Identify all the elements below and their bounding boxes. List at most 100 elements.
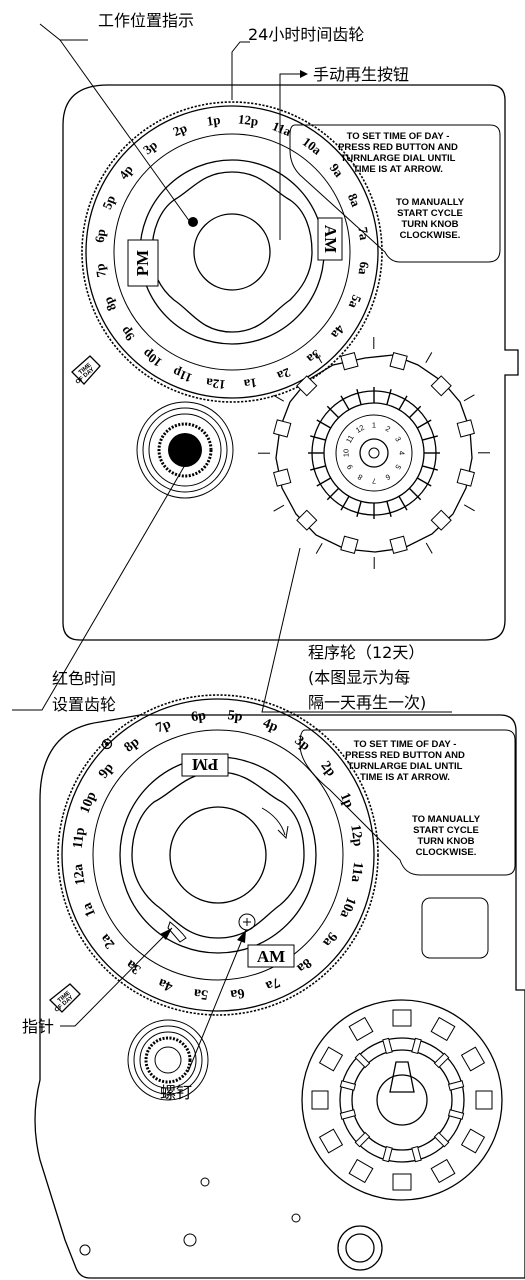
program-wheel-pin bbox=[340, 495, 350, 511]
am-label-bottom: AM bbox=[257, 947, 285, 966]
callout-line-program bbox=[261, 547, 452, 713]
program-wheel-bottom[interactable] bbox=[301, 999, 503, 1201]
program-wheel-tab bbox=[392, 1009, 412, 1027]
hour-label: 9a bbox=[319, 929, 339, 949]
program-wheel-tab bbox=[296, 509, 318, 531]
gear-teeth-ring bbox=[81, 101, 383, 403]
hour-label: 5p bbox=[227, 708, 244, 725]
callout-arrow-screw bbox=[237, 930, 246, 943]
program-wheel-ring-mid-b bbox=[351, 1049, 453, 1151]
note2-set-time-4: TIME IS AT ARROW. bbox=[360, 772, 450, 783]
screw-head bbox=[238, 913, 256, 931]
program-day-number: 6 bbox=[384, 472, 392, 482]
hour-label: 7p bbox=[92, 263, 109, 279]
pointer-slot bbox=[167, 921, 187, 943]
note2-set-time-2: PRESS RED BUTTON AND bbox=[345, 750, 465, 761]
program-wheel-ring-outer-b bbox=[339, 1037, 465, 1163]
program-wheel-pin bbox=[433, 1131, 450, 1148]
program-day-number: 7 bbox=[372, 476, 376, 485]
bottom-panel-outline bbox=[34, 714, 525, 1279]
callouts-top: 工作位置指示 24小时时间齿轮 手动再生按钮 红色时间 设置齿轮 程序轮（12天… bbox=[12, 11, 452, 714]
program-day-number: 3 bbox=[393, 435, 403, 443]
note2-manual-4: CLOCKWISE. bbox=[416, 847, 477, 858]
callout-line-pointer bbox=[60, 927, 173, 1027]
callout-screw: 螺钉 bbox=[160, 1083, 192, 1102]
program-wheel-pin bbox=[382, 1037, 393, 1055]
program-wheel-tab bbox=[392, 1173, 412, 1191]
hour-label: 11a bbox=[348, 861, 365, 883]
program-wheel-pin bbox=[422, 435, 438, 441]
note2-manual-3: TURN KNOB bbox=[418, 836, 475, 847]
program-day-number: 2 bbox=[384, 424, 392, 434]
program-wheel-spoke bbox=[463, 504, 475, 512]
note2-set-time-3: TURNLARGE DIAL UNTIL bbox=[348, 761, 463, 772]
program-wheel-spoke bbox=[463, 394, 475, 402]
program-wheel-tab bbox=[389, 352, 408, 371]
callout-manual-regen: 手动再生按钮 bbox=[313, 65, 409, 84]
callout-red-gear-1: 红色时间 bbox=[52, 669, 116, 688]
program-wheel-tab bbox=[430, 1158, 456, 1184]
program-wheel-hub-b bbox=[376, 1074, 428, 1126]
hour-label: 9p bbox=[96, 760, 117, 781]
top-timer-panel: TO SET TIME OF DAY - PRESS RED BUTTON AN… bbox=[62, 84, 519, 641]
dial-inner-ring bbox=[119, 756, 317, 954]
hour-label: 8p bbox=[122, 734, 143, 755]
knob-hub-bottom[interactable] bbox=[169, 806, 267, 904]
program-wheel-pin bbox=[316, 419, 332, 429]
red-time-set-gear-top[interactable] bbox=[136, 401, 234, 499]
callout-red-gear-2: 设置齿轮 bbox=[52, 695, 116, 714]
program-wheel-spoke bbox=[273, 504, 285, 512]
program-wheel-tab bbox=[460, 1128, 486, 1154]
hour-label: 6p bbox=[190, 708, 207, 725]
program-wheel-tab bbox=[456, 468, 475, 487]
manual-regen-knob-bottom[interactable] bbox=[131, 771, 305, 939]
program-wheel-pin bbox=[310, 465, 326, 471]
program-wheel-spoke bbox=[273, 394, 285, 402]
program-day-number: 8 bbox=[356, 472, 364, 482]
top-panel-outline bbox=[62, 84, 519, 641]
hour-label: 9p bbox=[117, 324, 137, 344]
program-wheel-tab bbox=[430, 375, 452, 397]
program-wheel-tab bbox=[430, 509, 452, 531]
mount-hole bbox=[291, 1213, 301, 1223]
hour-label: 7p bbox=[154, 717, 174, 737]
program-wheel-spoke bbox=[425, 542, 433, 554]
mount-hole bbox=[183, 1233, 197, 1247]
program-wheel-pin bbox=[339, 1109, 357, 1120]
program-day-number: 4 bbox=[397, 451, 406, 455]
red-time-set-gear-bottom[interactable] bbox=[127, 1019, 209, 1101]
program-wheel-ring-outer bbox=[311, 390, 437, 516]
hour-label: 8p bbox=[100, 295, 119, 314]
hour-label: 2p bbox=[318, 759, 339, 780]
program-wheel-pin bbox=[447, 1109, 465, 1120]
program-wheel-spoke bbox=[315, 542, 323, 554]
hour-label: 10p bbox=[78, 790, 100, 816]
hour-label: 7a bbox=[355, 226, 372, 241]
program-wheel-tab bbox=[460, 1046, 486, 1072]
hour-label: 6a bbox=[356, 261, 373, 276]
program-wheel-spoke bbox=[315, 352, 323, 364]
note2-set-time-1: TO SET TIME OF DAY - bbox=[354, 739, 457, 750]
callout-arrow-pointer bbox=[160, 928, 172, 940]
manual-regen-knob[interactable] bbox=[151, 171, 313, 333]
program-wheel-tab bbox=[273, 419, 292, 438]
program-wheel-rim bbox=[301, 999, 503, 1201]
am-label-box bbox=[317, 217, 343, 261]
program-wheel-tab bbox=[430, 1016, 456, 1042]
knob-hub[interactable] bbox=[193, 213, 271, 291]
pm-label-box-bottom bbox=[181, 753, 229, 777]
program-wheel-tab bbox=[318, 1046, 344, 1072]
hour-label: 1a bbox=[243, 375, 258, 392]
hour-track bbox=[92, 729, 344, 981]
hour-label: 10p bbox=[139, 346, 164, 370]
time-of-day-tag-bottom: TIME OF DAY bbox=[49, 983, 81, 1014]
program-wheel-tab bbox=[340, 535, 359, 554]
hour-label: 8a bbox=[294, 955, 314, 975]
hour-label: 3p bbox=[292, 733, 313, 754]
callout-line-24h bbox=[231, 41, 250, 100]
hour-label: 5p bbox=[99, 193, 118, 211]
am-label: AM bbox=[321, 225, 340, 253]
